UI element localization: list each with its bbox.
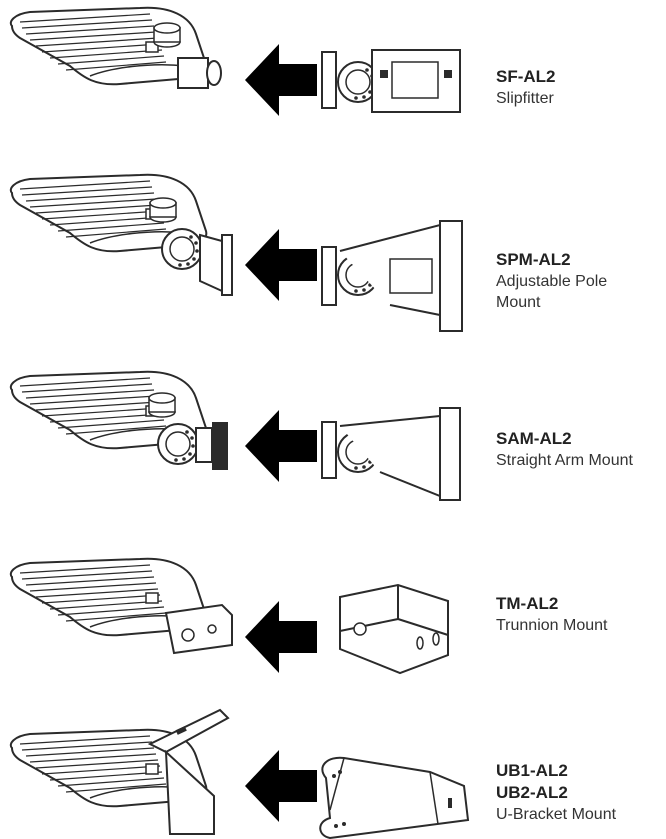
mount-description: Mount bbox=[496, 294, 541, 311]
mount-label-tm-al2: TM-AL2 Trunnion Mount bbox=[496, 593, 607, 636]
mount-row-ub-al2: UB1-AL2 UB2-AL2 U-Bracket Mount bbox=[0, 700, 666, 839]
arrow-icon bbox=[245, 229, 317, 301]
arrow-icon bbox=[245, 750, 317, 822]
model-code: SPM-AL2 bbox=[496, 250, 571, 269]
u-bracket-mount-illustration bbox=[9, 708, 470, 839]
model-code: UB1-AL2 bbox=[496, 761, 568, 780]
trunnion-mount-illustration bbox=[9, 557, 449, 675]
mount-row-spm-al2: SPM-AL2 Adjustable Pole Mount bbox=[0, 165, 666, 340]
model-code: SAM-AL2 bbox=[496, 429, 572, 448]
mount-row-sf-al2: SF-AL2 Slipfitter bbox=[0, 0, 666, 125]
model-code: UB2-AL2 bbox=[496, 783, 568, 802]
mount-label-spm-al2: SPM-AL2 Adjustable Pole Mount bbox=[496, 249, 607, 313]
mount-description: U-Bracket Mount bbox=[496, 806, 617, 823]
model-code: SF-AL2 bbox=[496, 67, 556, 86]
arrow-icon bbox=[245, 601, 317, 673]
mount-description: Adjustable Pole bbox=[496, 273, 608, 290]
mount-label-ub-al2: UB1-AL2 UB2-AL2 U-Bracket Mount bbox=[496, 760, 616, 825]
mount-description: Trunnion Mount bbox=[496, 617, 608, 634]
model-code: TM-AL2 bbox=[496, 594, 559, 613]
mount-description: Straight Arm Mount bbox=[496, 452, 633, 469]
mount-row-tm-al2: TM-AL2 Trunnion Mount bbox=[0, 545, 666, 690]
mount-label-sf-al2: SF-AL2 Slipfitter bbox=[496, 66, 556, 109]
adjustable-pole-mount-illustration bbox=[9, 173, 463, 332]
arrow-icon bbox=[245, 44, 317, 116]
mount-description: Slipfitter bbox=[496, 90, 554, 107]
slipfitter-illustration bbox=[9, 6, 461, 116]
arrow-icon bbox=[245, 410, 317, 482]
mount-row-sam-al2: SAM-AL2 Straight Arm Mount bbox=[0, 360, 666, 520]
mount-label-sam-al2: SAM-AL2 Straight Arm Mount bbox=[496, 428, 633, 471]
straight-arm-mount-illustration bbox=[9, 370, 461, 501]
